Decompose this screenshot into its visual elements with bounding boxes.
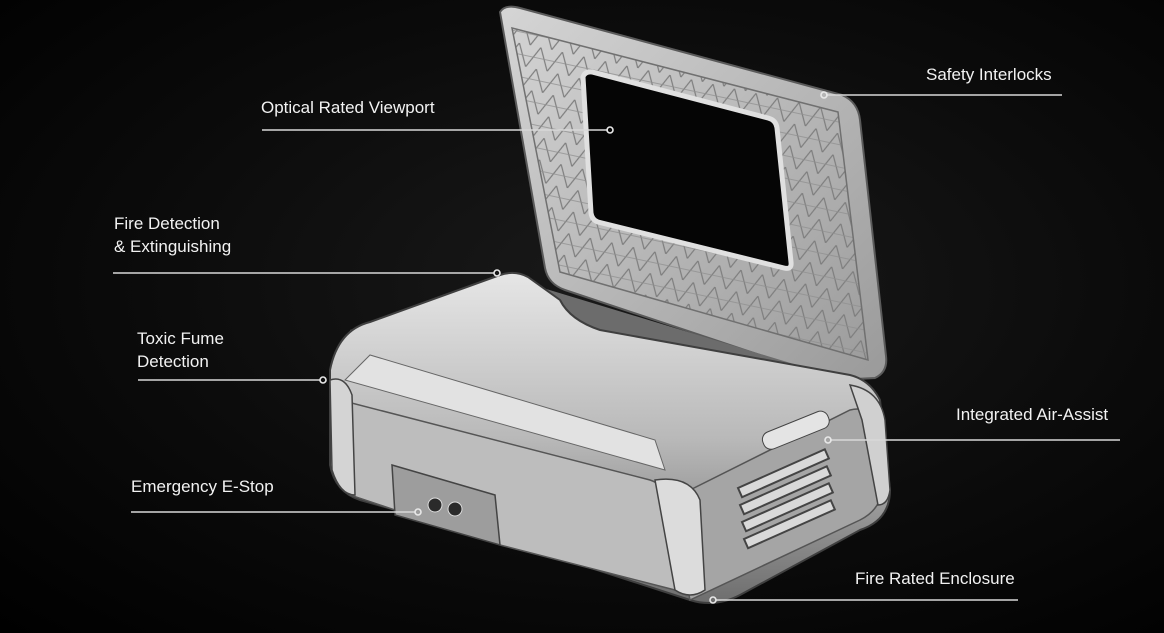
callout-optical-viewport-text: Optical Rated Viewport xyxy=(261,98,435,117)
lid xyxy=(498,5,888,382)
callout-fire-rated-enclosure-text: Fire Rated Enclosure xyxy=(855,569,1015,588)
callout-safety-interlocks-text: Safety Interlocks xyxy=(926,65,1052,84)
callout-toxic-fume-line2: Detection xyxy=(137,352,209,371)
callout-emergency-estop-text: Emergency E-Stop xyxy=(131,477,274,496)
callout-toxic-fume: Toxic Fume Detection xyxy=(137,327,224,373)
callout-fire-detection-line1: Fire Detection xyxy=(114,214,220,233)
callout-safety-interlocks: Safety Interlocks xyxy=(926,63,1052,86)
callout-toxic-fume-line1: Toxic Fume xyxy=(137,329,224,348)
callout-air-assist: Integrated Air-Assist xyxy=(956,403,1108,426)
callout-optical-viewport: Optical Rated Viewport xyxy=(261,96,435,119)
callout-fire-detection-line2: & Extinguishing xyxy=(114,237,232,256)
callout-fire-rated-enclosure: Fire Rated Enclosure xyxy=(855,567,1015,590)
callout-air-assist-text: Integrated Air-Assist xyxy=(956,405,1109,424)
enclosure-body xyxy=(329,271,892,605)
callout-fire-detection: Fire Detection & Extinguishing xyxy=(114,212,231,258)
callout-lines xyxy=(113,91,1120,604)
viewport-window xyxy=(580,69,794,271)
callout-emergency-estop: Emergency E-Stop xyxy=(131,475,274,498)
